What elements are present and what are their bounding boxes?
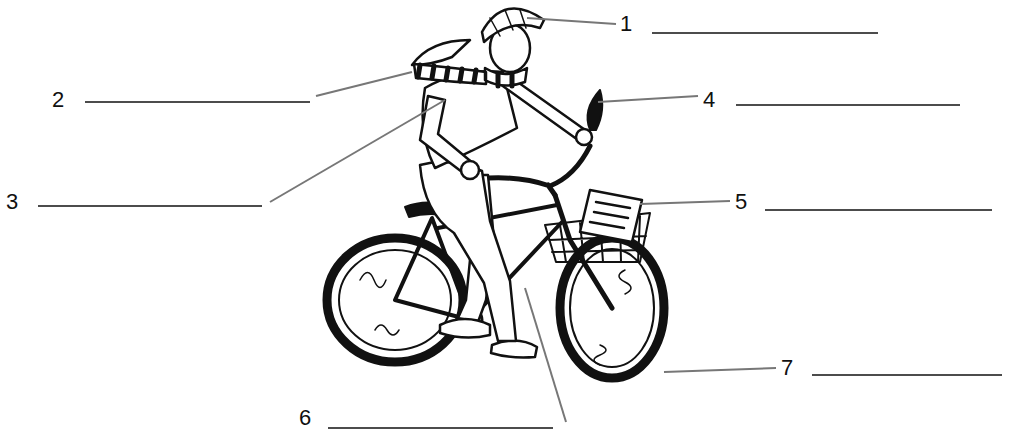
callout-number: 4 <box>703 88 715 112</box>
callout-number: 7 <box>781 356 793 380</box>
hand <box>576 129 592 145</box>
callout-number: 6 <box>299 406 311 430</box>
callout-number: 3 <box>6 190 18 214</box>
leader-line <box>316 72 412 96</box>
leader-line <box>270 100 445 202</box>
helmet-vents <box>490 10 526 36</box>
shoe <box>440 319 490 338</box>
leader-line <box>640 201 730 204</box>
answer-lines <box>38 33 1002 428</box>
callout-number: 1 <box>620 12 632 36</box>
scarf-stripes <box>418 65 512 86</box>
callout-number: 5 <box>735 190 747 214</box>
arm <box>420 96 474 172</box>
rider <box>412 8 592 357</box>
trousers <box>420 162 516 341</box>
leader-line <box>664 368 776 372</box>
tyre-tread <box>360 273 399 336</box>
leader-lines <box>270 18 776 422</box>
book <box>580 190 642 242</box>
answer-line <box>652 32 878 34</box>
answer-line <box>38 205 262 207</box>
hand <box>461 161 479 179</box>
leader-line <box>598 96 698 102</box>
answer-line <box>736 104 960 106</box>
helmet <box>482 8 544 42</box>
scarf <box>414 64 527 86</box>
answer-line <box>85 101 310 103</box>
leader-line <box>527 18 616 24</box>
hair <box>412 40 470 65</box>
leader-line <box>525 288 566 422</box>
flag <box>588 90 603 130</box>
answer-line <box>812 374 1002 376</box>
answer-line <box>328 427 553 429</box>
shoe <box>491 340 537 357</box>
callout-number: 2 <box>52 88 64 112</box>
answer-line <box>765 209 992 211</box>
